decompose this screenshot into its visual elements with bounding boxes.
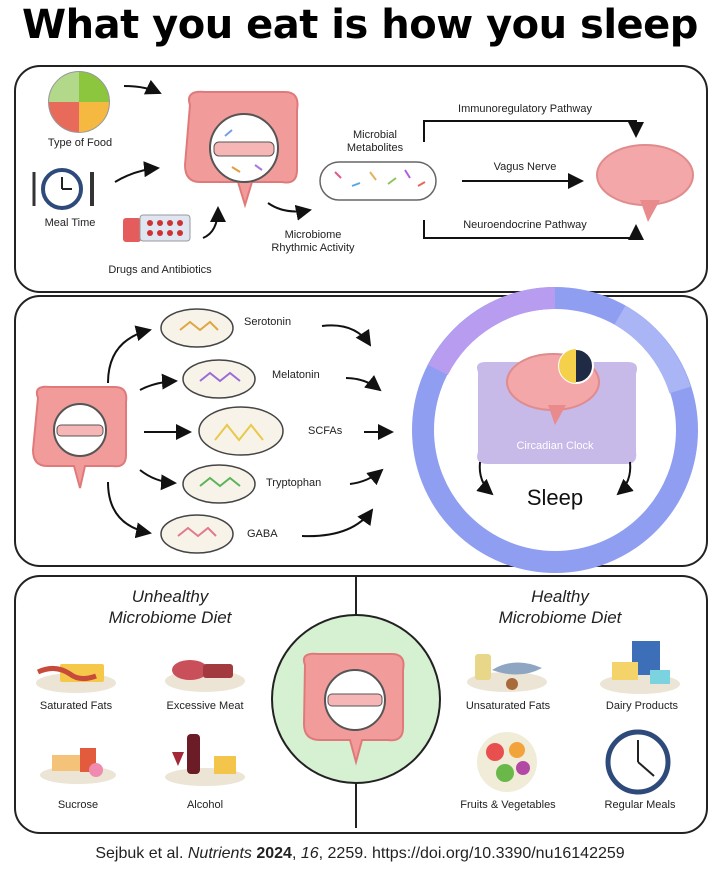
citation-authors: Sejbuk et al.: [95, 845, 184, 862]
label-circadian-clock: Circadian Clock: [516, 440, 594, 452]
label-scfas: SCFAs: [308, 425, 343, 437]
page-title: What you eat is how you sleep: [22, 2, 698, 48]
citation-year: 2024: [256, 845, 292, 862]
healthy-gut-circle: [271, 614, 441, 784]
label-regular-meals: Regular Meals: [604, 799, 676, 811]
brain-icon: [596, 144, 694, 222]
citation-volume: 16: [300, 845, 319, 862]
intestine-icon: [183, 90, 299, 209]
label-sucrose: Sucrose: [57, 799, 99, 811]
label-immunoregulatory-pathway: Immunoregulatory Pathway: [458, 103, 592, 115]
label-microbiome-activity: Microbiome Rhythmic Activity: [271, 229, 355, 254]
healthy-diet-title: Healthy Microbiome Diet: [498, 587, 622, 627]
citation-journal: Nutrients: [187, 845, 252, 862]
circadian-ring: [412, 287, 698, 573]
fruits-vegetables-icon: [477, 732, 537, 792]
citation-pages-doi[interactable]: , 2259. https://doi.org/10.3390/nu161422…: [318, 845, 625, 862]
label-unsaturated-fats: Unsaturated Fats: [465, 700, 551, 712]
saturated-fats-icon: [36, 664, 116, 693]
label-fruits-vegetables: Fruits & Vegetables: [460, 799, 556, 811]
label-vagus-nerve: Vagus Nerve: [493, 161, 557, 173]
food-plate-icon: [48, 71, 110, 133]
label-dairy-products: Dairy Products: [605, 700, 679, 712]
label-drugs-antibiotics: Drugs and Antibiotics: [108, 264, 212, 276]
unhealthy-diet-title: Unhealthy Microbiome Diet: [108, 587, 232, 627]
citation: Sejbuk et al. Nutrients 2024, 16, 2259. …: [95, 845, 625, 862]
label-gaba: GABA: [247, 528, 278, 540]
sucrose-icon: [40, 748, 116, 784]
molecule-ovals: [160, 308, 284, 554]
wall-clock-icon: [605, 729, 671, 795]
label-excessive-meat: Excessive Meat: [166, 700, 244, 712]
intestine-icon-2: [31, 385, 128, 489]
label-neuroendocrine-pathway: Neuroendocrine Pathway: [463, 219, 587, 231]
label-type-of-food: Type of Food: [47, 137, 113, 149]
clock-icon: [32, 168, 94, 210]
label-tryptophan: Tryptophan: [266, 477, 322, 489]
label-microbial-metabolites: Microbial Metabolites: [346, 129, 404, 154]
alcohol-icon: [165, 734, 245, 786]
label-sleep: Sleep: [526, 485, 584, 510]
label-meal-time: Meal Time: [44, 217, 96, 229]
dairy-icon: [600, 641, 680, 694]
drugs-icon: [123, 214, 191, 242]
meat-icon: [165, 660, 245, 692]
metabolites-capsule-icon: [319, 161, 437, 201]
pillow-brain-icon: [477, 348, 637, 464]
label-serotonin: Serotonin: [244, 316, 292, 328]
label-saturated-fats: Saturated Fats: [39, 700, 113, 712]
label-melatonin: Melatonin: [272, 369, 320, 381]
unsaturated-fats-icon: [467, 654, 547, 692]
label-alcohol: Alcohol: [186, 799, 224, 811]
